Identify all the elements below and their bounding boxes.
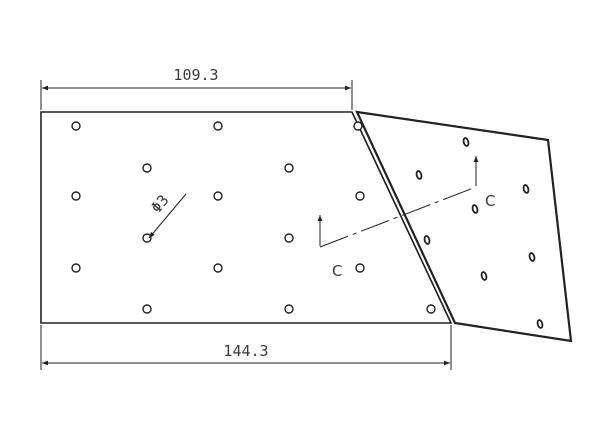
hole — [522, 184, 530, 194]
dimension-top-label: 109.3 — [173, 66, 218, 84]
right-panel — [355, 110, 573, 343]
hole — [462, 137, 470, 147]
hole — [480, 271, 488, 281]
hole — [355, 263, 365, 273]
hole — [213, 191, 223, 201]
hole — [536, 319, 544, 329]
hole — [213, 121, 223, 131]
left-panel — [40, 111, 453, 324]
hole-callout-label: Φ3 — [147, 191, 172, 216]
hole — [71, 191, 81, 201]
hole — [71, 121, 81, 131]
hole — [355, 191, 365, 201]
hole — [284, 233, 294, 243]
hole — [284, 304, 294, 314]
hole — [142, 233, 152, 243]
section-line: C C — [317, 156, 495, 280]
hole — [142, 304, 152, 314]
hole — [426, 304, 436, 314]
hole — [528, 252, 536, 262]
hole — [415, 170, 423, 180]
hole — [423, 235, 431, 245]
hole-callout: Φ3 — [147, 191, 187, 239]
section-label-right: C — [485, 192, 495, 210]
section-label-left: C — [332, 262, 342, 280]
right-panel-holes — [415, 137, 544, 329]
dimension-top: 109.3 — [40, 66, 353, 110]
dimension-bottom-label: 144.3 — [223, 342, 268, 360]
hole — [71, 263, 81, 273]
dimension-bottom: 144.3 — [40, 325, 452, 370]
hole — [353, 121, 363, 131]
left-panel-holes — [71, 121, 436, 314]
hole — [142, 163, 152, 173]
hole — [213, 263, 223, 273]
hole — [284, 163, 294, 173]
hole — [471, 204, 479, 214]
